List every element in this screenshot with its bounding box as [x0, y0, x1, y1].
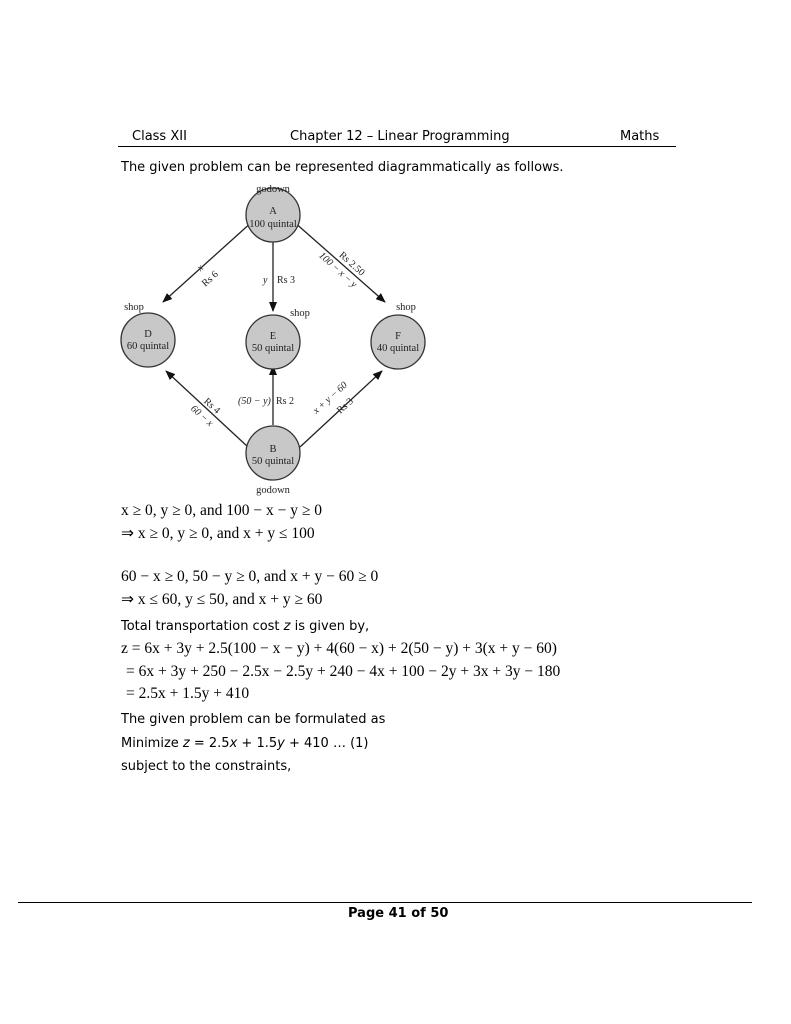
- node-f-name: F: [395, 331, 401, 342]
- edge-a-f: [292, 220, 386, 303]
- cost-intro-before: Total transportation cost: [121, 619, 284, 634]
- cost-intro-after: is given by,: [290, 619, 370, 634]
- edge-b-d: [165, 370, 249, 448]
- node-a: [245, 187, 301, 243]
- minimize-after: + 410 … (1): [284, 736, 369, 751]
- edge-a-d: [162, 220, 254, 303]
- footer-rule: [18, 902, 752, 903]
- node-a-name: A: [269, 206, 277, 217]
- node-d-name: D: [144, 329, 152, 340]
- header-subject: Maths: [620, 129, 660, 144]
- minimize-x: x: [229, 736, 238, 751]
- minimize-text: Minimize z = 2.5x + 1.5y + 410 … (1): [121, 736, 369, 751]
- cost-equation-3: = 2.5x + 1.5y + 410: [126, 685, 250, 702]
- subject-text: subject to the constraints,: [121, 759, 292, 774]
- header-rule: [118, 146, 676, 147]
- header-chapter: Chapter 12 – Linear Programming: [290, 129, 510, 144]
- cost-intro-var: z: [283, 619, 291, 634]
- node-a-qty: 100 quintal: [249, 219, 297, 230]
- node-b-tag: godown: [256, 485, 291, 496]
- edge-b-f: [299, 370, 383, 448]
- node-b: [245, 425, 301, 481]
- minimize-mid2: + 1.5: [237, 736, 278, 751]
- node-e-name: E: [270, 331, 276, 342]
- node-d: [120, 312, 176, 368]
- equation-4: ⇒ x ≤ 60, y ≤ 50, and x + y ≥ 60: [121, 591, 323, 608]
- cost-equation-2: = 6x + 3y + 250 − 2.5x − 2.5y + 240 − 4x…: [126, 663, 561, 680]
- edge-ae-amount: y: [262, 275, 268, 286]
- intro-text: The given problem can be represented dia…: [121, 160, 564, 175]
- transport-diagram: godown A 100 quintal B 50 quintal godown…: [120, 184, 426, 496]
- formulated-text: The given problem can be formulated as: [121, 712, 386, 727]
- minimize-before: Minimize: [121, 736, 183, 751]
- node-f: [370, 314, 426, 370]
- node-b-qty: 50 quintal: [252, 456, 294, 467]
- minimize-y: y: [277, 736, 285, 751]
- minimize-var: z: [182, 736, 190, 751]
- cost-intro: Total transportation cost z is given by,: [121, 619, 369, 634]
- header-class: Class XII: [132, 129, 187, 144]
- node-f-tag: shop: [396, 302, 416, 313]
- node-e: [245, 314, 301, 370]
- node-b-name: B: [269, 444, 276, 455]
- node-e-qty: 50 quintal: [252, 343, 294, 354]
- equation-1: x ≥ 0, y ≥ 0, and 100 − x − y ≥ 0: [121, 502, 323, 519]
- edge-be-amount: (50 − y): [238, 396, 272, 407]
- node-d-tag: shop: [124, 302, 144, 313]
- page-number: Page 41 of 50: [348, 906, 449, 921]
- node-d-qty: 60 quintal: [127, 341, 169, 352]
- node-f-qty: 40 quintal: [377, 343, 419, 354]
- node-a-tag: godown: [256, 184, 291, 195]
- node-e-tag: shop: [290, 308, 310, 319]
- equation-3: 60 − x ≥ 0, 50 − y ≥ 0, and x + y − 60 ≥…: [121, 568, 379, 585]
- minimize-mid1: = 2.5: [189, 736, 230, 751]
- cost-equation-1: z = 6x + 3y + 2.5(100 − x − y) + 4(60 − …: [121, 640, 557, 657]
- edge-ae-cost: Rs 3: [277, 275, 295, 286]
- equation-2: ⇒ x ≥ 0, y ≥ 0, and x + y ≤ 100: [121, 525, 315, 542]
- edge-be-cost: Rs 2: [276, 396, 294, 407]
- edge-ad-amount: x: [194, 262, 206, 274]
